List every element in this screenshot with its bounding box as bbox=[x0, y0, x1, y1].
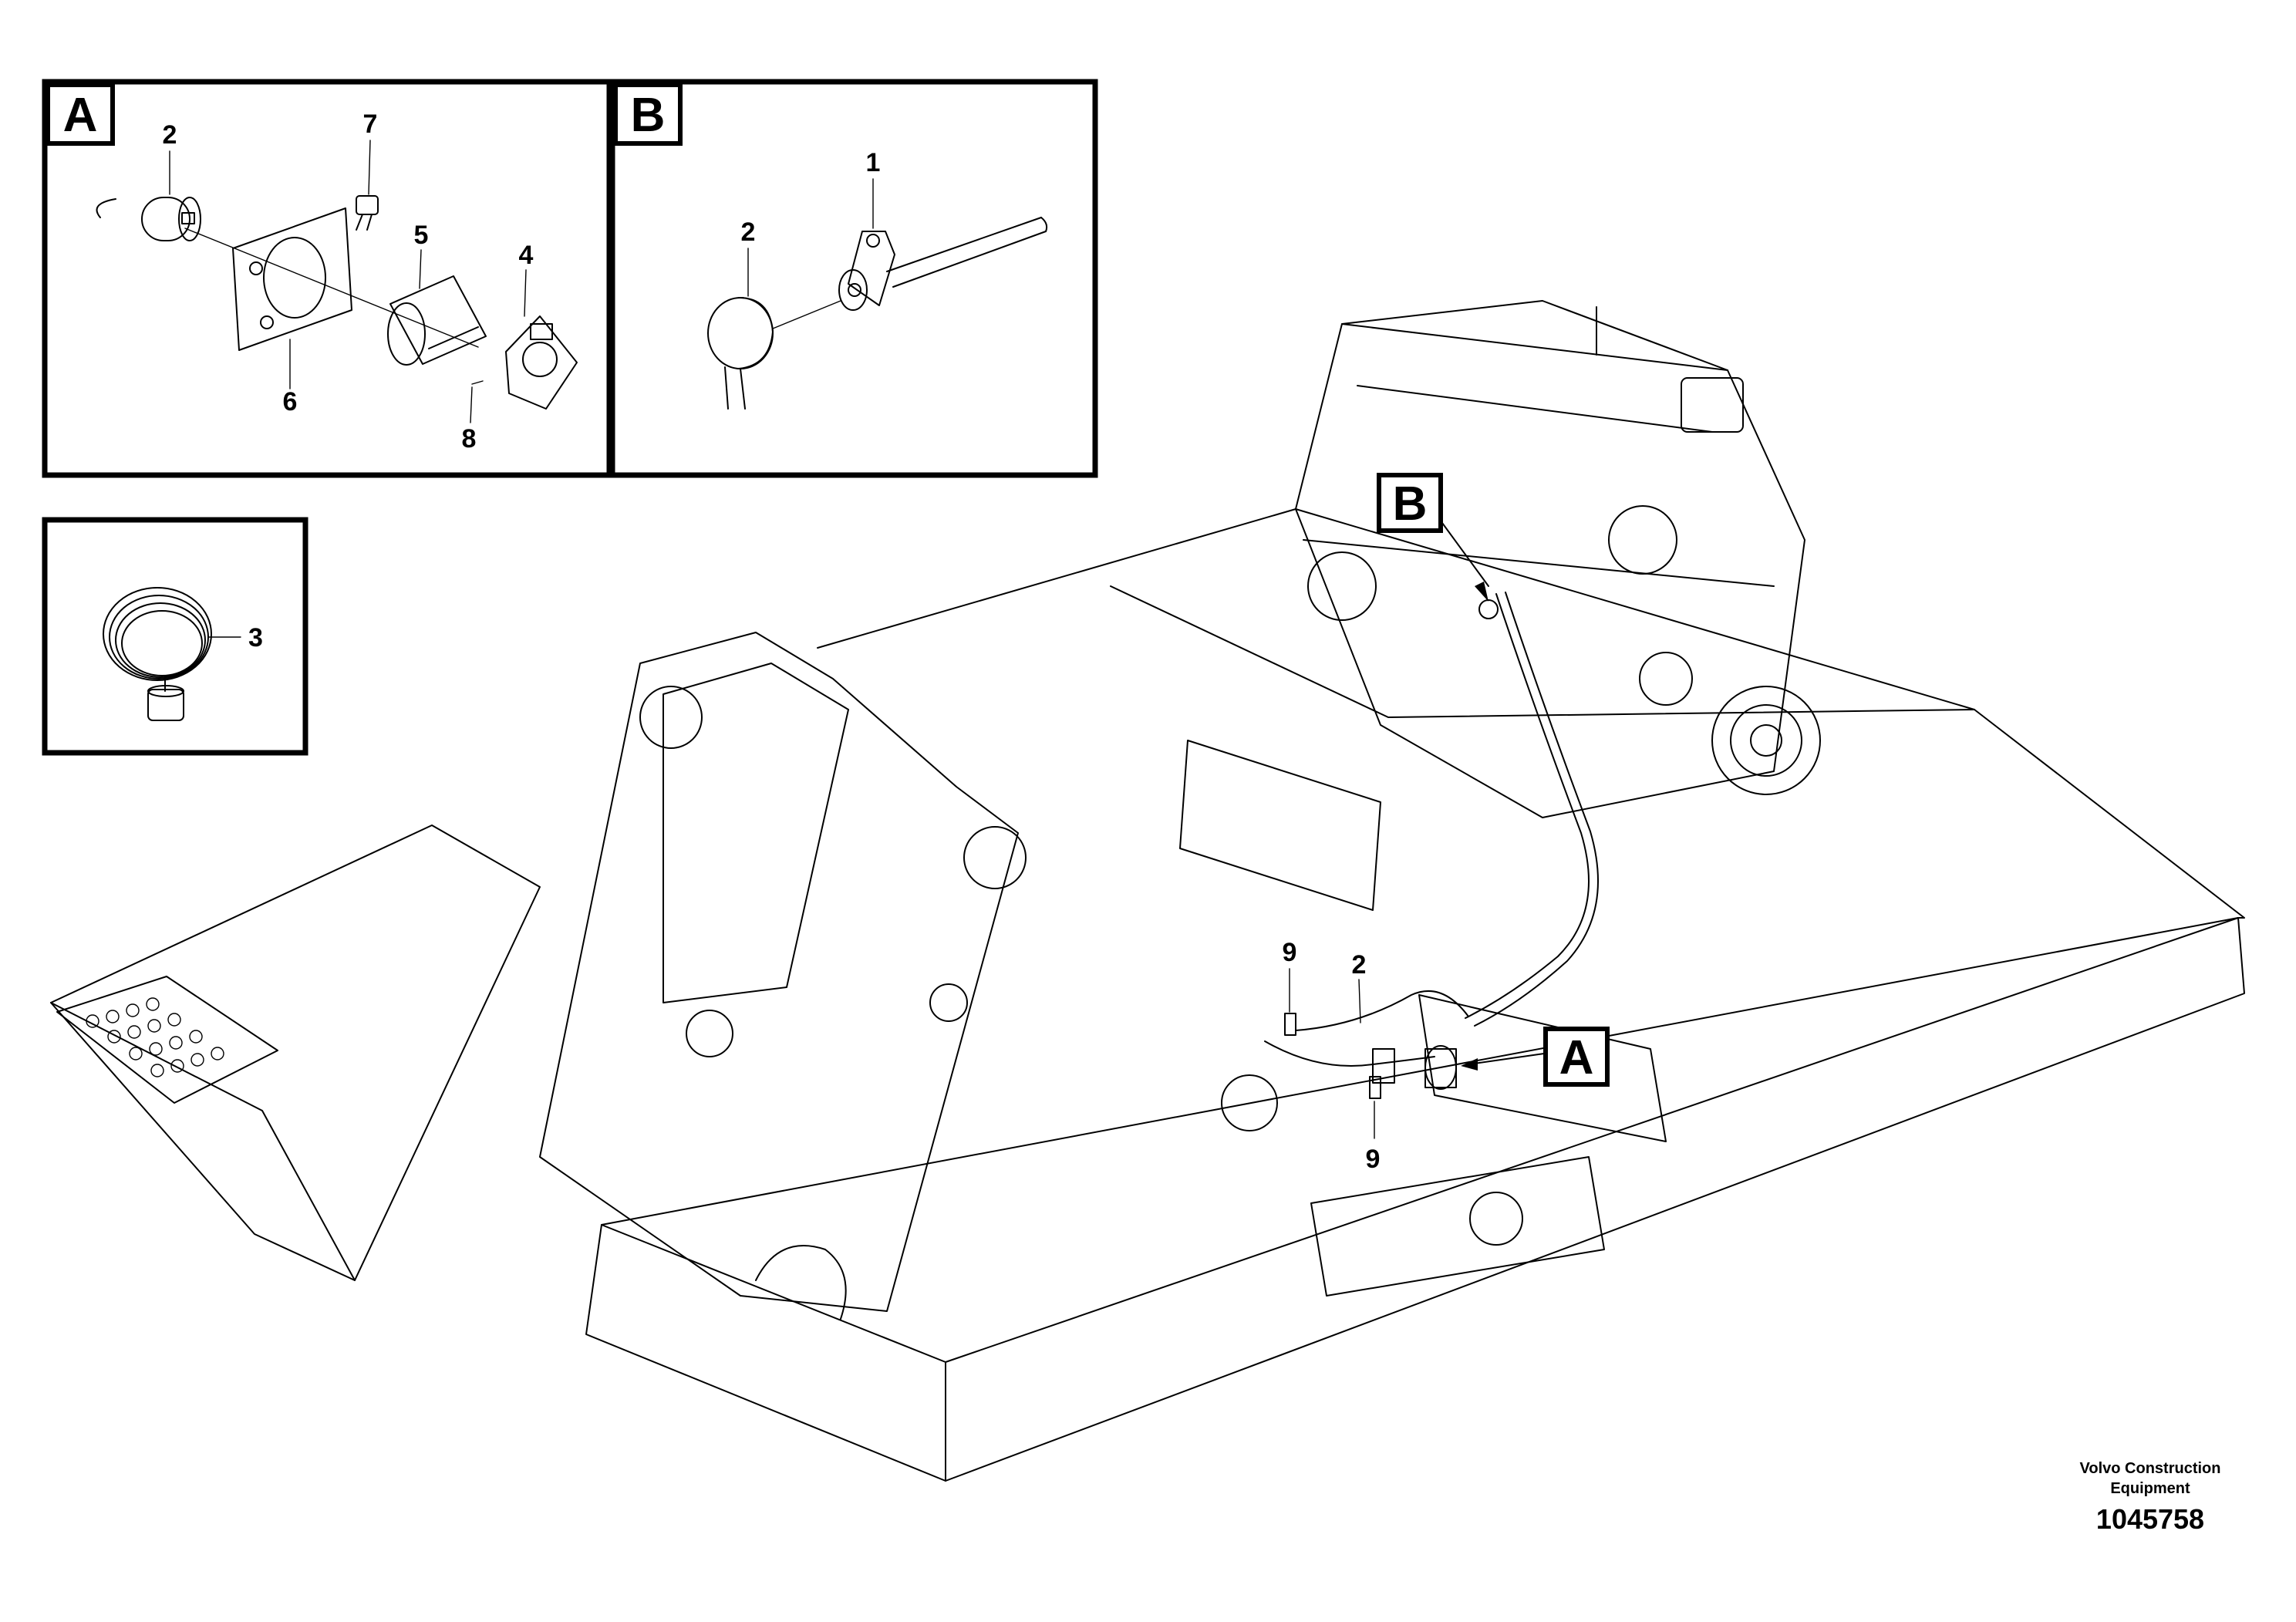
callout-5: 5 bbox=[414, 221, 429, 250]
tag-b-letter: B bbox=[1393, 477, 1428, 531]
document-number: 1045758 bbox=[2096, 1503, 2204, 1535]
sensor-location-b bbox=[1478, 599, 1499, 619]
callout-6: 6 bbox=[283, 387, 298, 416]
callout-8: 8 bbox=[462, 424, 477, 454]
callout-3: 3 bbox=[248, 623, 263, 653]
inset-coil-frame bbox=[42, 517, 308, 756]
cable-coil-part-3 bbox=[103, 587, 212, 721]
leader-8-line bbox=[470, 386, 473, 423]
tag-b-arrow bbox=[1475, 582, 1489, 602]
sensor-location-a bbox=[1424, 1045, 1457, 1090]
leader-5-line bbox=[419, 249, 422, 289]
inset-coil: 3 bbox=[42, 517, 308, 756]
tag-a-arrow bbox=[1461, 1058, 1478, 1071]
inset-b-label-box bbox=[613, 83, 683, 146]
callout-9-top: 9 bbox=[1283, 938, 1297, 967]
callout-2: 2 bbox=[163, 120, 177, 150]
inset-a-axis-line bbox=[184, 228, 479, 348]
callout-2-main: 2 bbox=[1352, 950, 1367, 980]
brand-line-2: Equipment bbox=[2110, 1480, 2190, 1497]
tag-b-leader bbox=[1441, 522, 1489, 587]
bolt-part-7 bbox=[356, 195, 379, 231]
main-frame-assembly bbox=[50, 300, 2245, 1482]
inset-b-frame bbox=[609, 79, 1098, 478]
callout-9-bottom: 9 bbox=[1366, 1145, 1381, 1174]
main-callouts: B A 9 2 9 bbox=[1283, 473, 1610, 1174]
tag-a-box bbox=[1543, 1027, 1610, 1087]
engine bbox=[1295, 300, 1821, 818]
tag-b-box bbox=[1377, 473, 1443, 533]
step-plate bbox=[56, 976, 278, 1104]
connector-part-2 bbox=[96, 197, 201, 241]
inset-a: A bbox=[42, 79, 612, 478]
inset-b-letter: B bbox=[631, 89, 666, 142]
adapter-part-4 bbox=[505, 315, 578, 410]
cylinder-part-5 bbox=[387, 275, 487, 366]
callout-7: 7 bbox=[363, 110, 378, 139]
inset-b: B 1 2 bbox=[609, 79, 1098, 478]
leader-4-line bbox=[524, 269, 527, 317]
inset-a-label-box bbox=[46, 83, 115, 146]
brand-line-1: Volvo Construction bbox=[2080, 1460, 2221, 1477]
leader-2-main-line bbox=[1358, 979, 1361, 1023]
inset-a-frame bbox=[42, 79, 612, 478]
connector-part-2 bbox=[707, 297, 841, 410]
clip-bottom bbox=[1369, 1076, 1381, 1099]
tag-a-leader bbox=[1468, 1053, 1545, 1065]
tag-a-letter: A bbox=[1559, 1031, 1594, 1084]
footer: Volvo Construction Equipment 1045758 bbox=[2080, 1460, 2221, 1535]
leader-7-line bbox=[368, 140, 371, 195]
callout-4: 4 bbox=[519, 241, 534, 270]
screw-part-8 bbox=[471, 380, 484, 385]
callout-1: 1 bbox=[866, 148, 881, 177]
sensor-part-1 bbox=[838, 217, 1048, 311]
callout-2: 2 bbox=[741, 218, 756, 247]
bracket-part-6 bbox=[232, 207, 352, 351]
clip-top bbox=[1284, 1013, 1296, 1036]
inset-a-letter: A bbox=[63, 89, 98, 142]
